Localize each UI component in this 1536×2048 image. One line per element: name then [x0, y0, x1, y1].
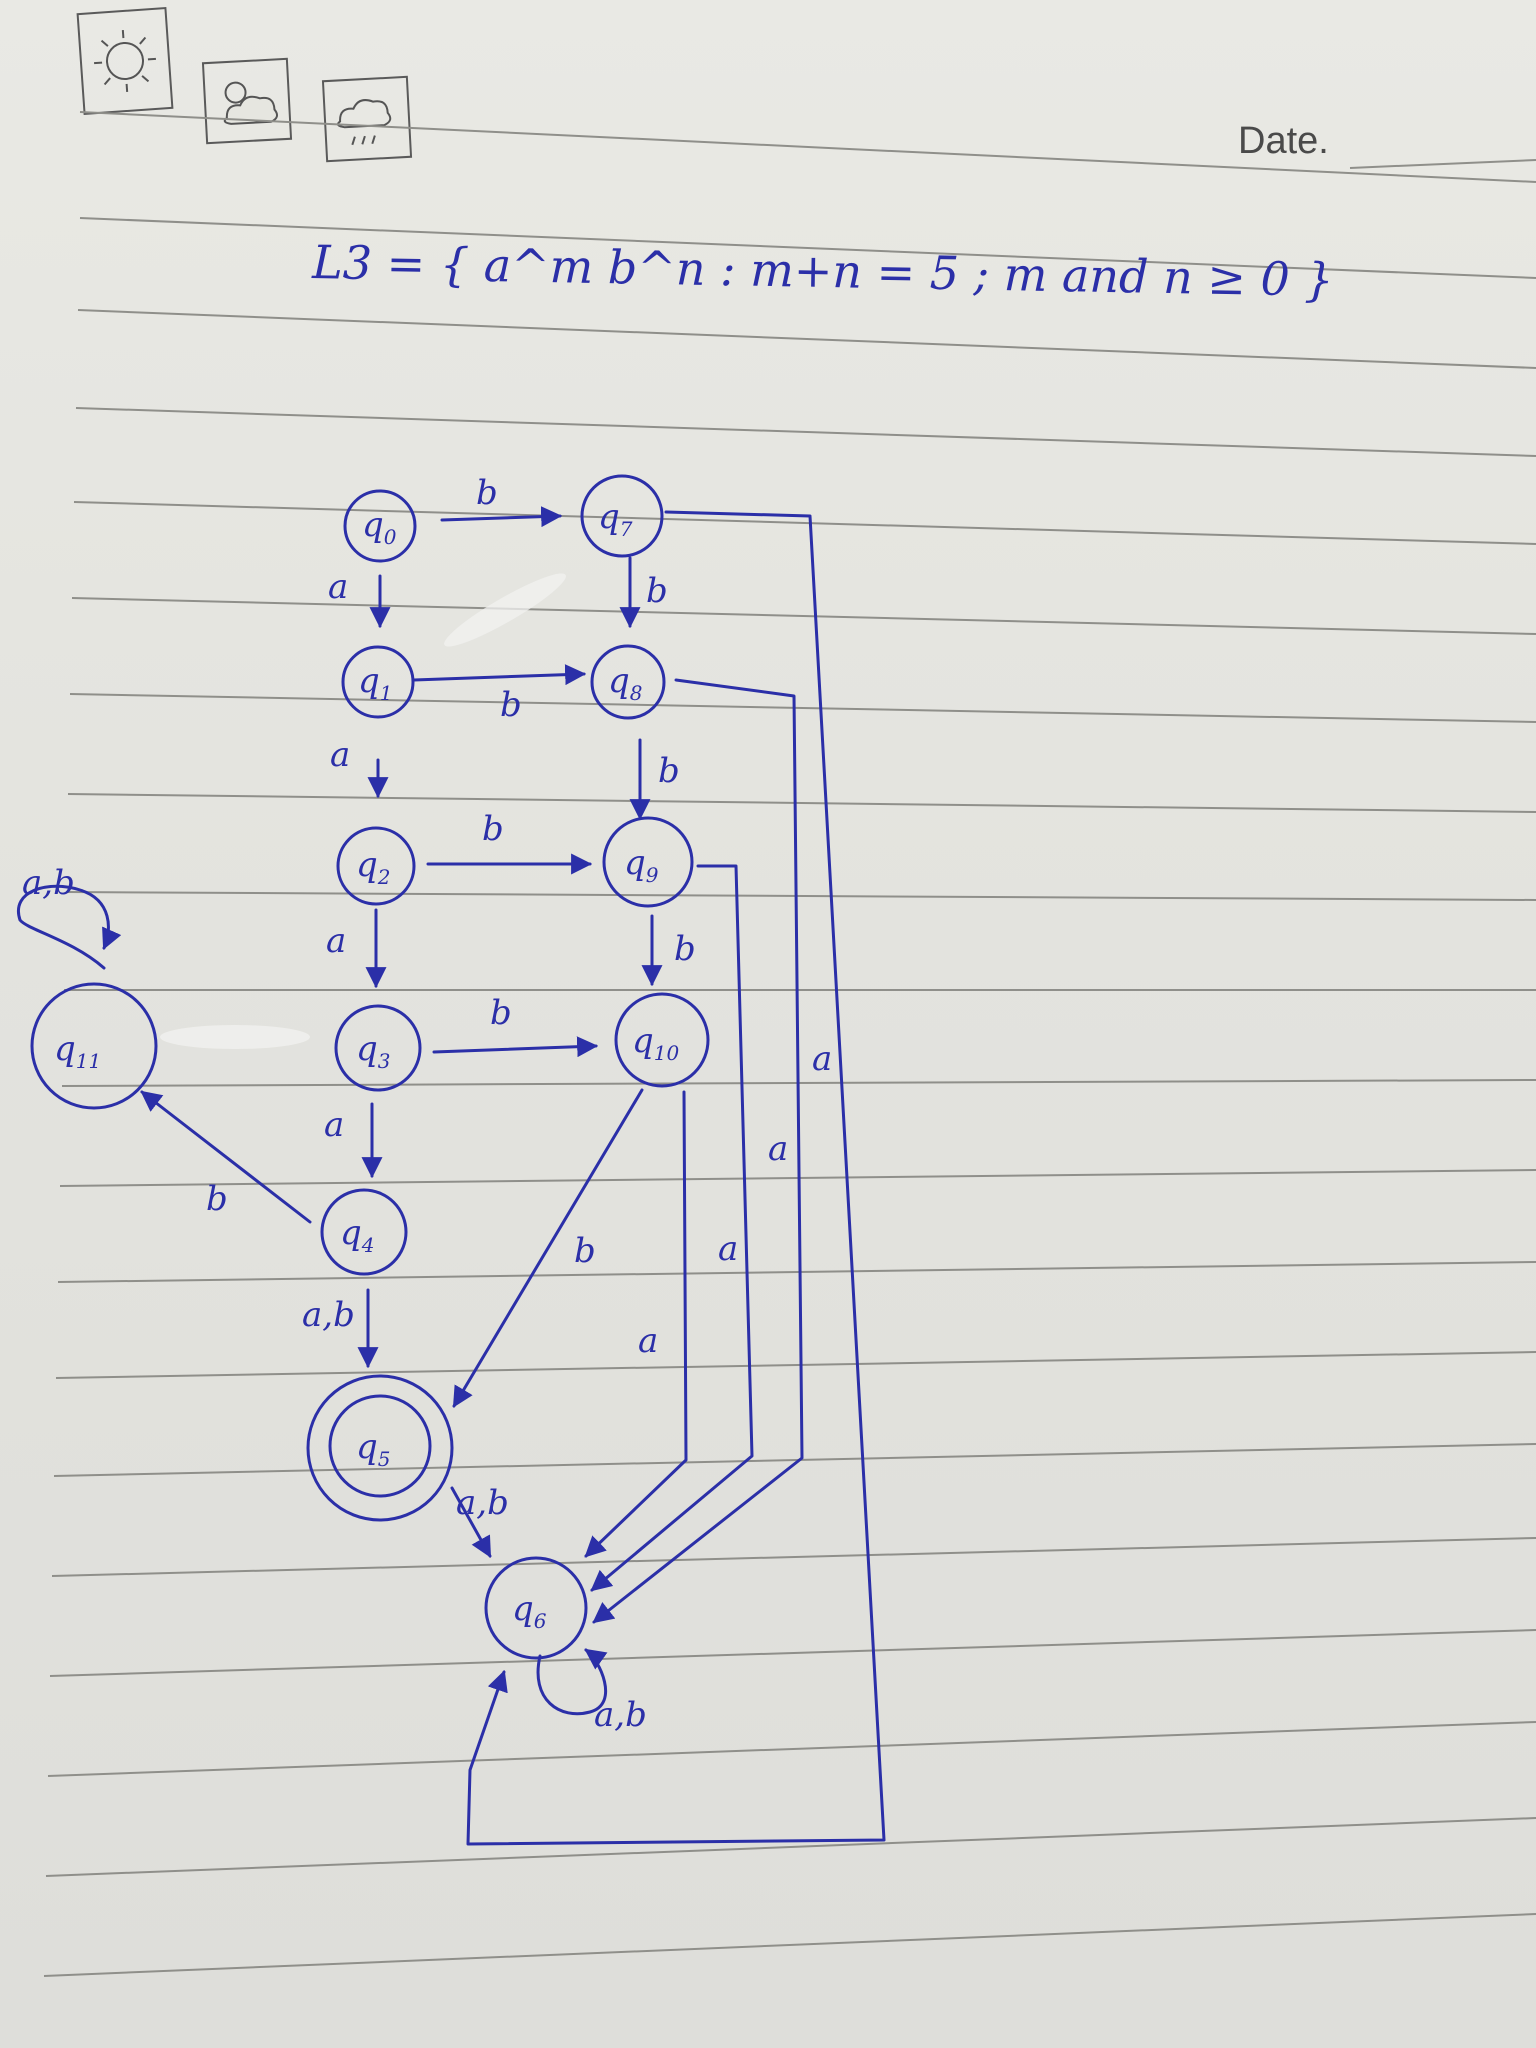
- state-subscript: 10: [654, 1041, 680, 1065]
- state-label: q: [362, 505, 384, 545]
- state-q10: q10: [614, 992, 710, 1088]
- edge-q1-q8: [412, 664, 587, 686]
- state-label: q: [356, 845, 378, 885]
- edge-label: a: [328, 567, 348, 607]
- edge-q4-q11: [140, 1090, 312, 1224]
- state-q8: q8: [590, 644, 666, 720]
- ruled-lines: [43, 111, 1536, 1977]
- weather-box-sun: [76, 6, 174, 116]
- svg-text:q8: q8: [608, 661, 643, 705]
- edge-label: a,b: [22, 863, 75, 903]
- state-subscript: 0: [384, 525, 397, 549]
- state-q1: q1: [341, 645, 415, 719]
- edge-label: b: [658, 751, 680, 791]
- erasure-smudge: [444, 573, 566, 647]
- date-label: Date.: [1238, 120, 1329, 162]
- edge-label: a: [718, 1229, 738, 1269]
- edge-label: a: [812, 1039, 832, 1079]
- edge-label: b: [490, 993, 512, 1033]
- edge-label: a,b: [456, 1483, 509, 1523]
- state-subscript: 9: [646, 863, 659, 887]
- edge-label: a,b: [302, 1295, 355, 1335]
- state-subscript: 7: [620, 517, 633, 541]
- svg-text:q5: q5: [356, 1427, 391, 1471]
- edge-label: a: [326, 921, 346, 961]
- edge-q5-q6: [450, 1486, 492, 1558]
- edge-q10-q6: [584, 1090, 688, 1558]
- edge-label: a: [324, 1105, 344, 1145]
- svg-text:q2: q2: [356, 845, 391, 889]
- svg-text:q9: q9: [624, 843, 659, 887]
- state-q5-final: q5: [306, 1374, 454, 1522]
- state-label: q: [598, 497, 620, 537]
- edge-label: b: [500, 685, 522, 725]
- edge-q7-q6: [466, 510, 886, 1846]
- edge-label: a: [330, 735, 350, 775]
- language-formula: L3 = { a^m b^n : m+n = 5 ; m and n ≥ 0 }: [311, 235, 1334, 307]
- state-q7: q7: [580, 474, 664, 558]
- self-loop-q6: [536, 1648, 608, 1716]
- edge-q10-q5: [452, 1088, 644, 1408]
- edge-q9-q6: [590, 864, 754, 1592]
- svg-text:q6: q6: [512, 1589, 547, 1633]
- state-subscript: 11: [76, 1049, 101, 1073]
- edge-label: b: [574, 1231, 596, 1271]
- state-subscript: 2: [377, 865, 391, 889]
- state-q0: q0: [343, 489, 417, 563]
- edge-label: b: [482, 809, 504, 849]
- state-subscript: 1: [380, 681, 393, 705]
- edge-q3-q10: [432, 1036, 599, 1058]
- state-label: q: [624, 843, 646, 883]
- svg-text:q1: q1: [358, 661, 393, 705]
- svg-text:q11: q11: [54, 1029, 101, 1073]
- state-q4: q4: [320, 1188, 408, 1276]
- edge-label: a: [768, 1129, 788, 1169]
- edge-label: b: [206, 1179, 228, 1219]
- self-loop-q11: [16, 884, 122, 970]
- state-label: q: [356, 1029, 378, 1069]
- state-q2: q2: [336, 826, 416, 906]
- edge-labels: b a b a b a b a a,b b b b b b a a a a a,…: [22, 473, 832, 1735]
- edge-q0-q7: [440, 506, 563, 528]
- rain-cloud-icon: [337, 99, 392, 146]
- state-subscript: 5: [378, 1447, 391, 1471]
- state-q6: q6: [484, 1556, 588, 1660]
- state-subscript: 6: [534, 1609, 547, 1633]
- weather-box-partly-cloudy: [201, 57, 293, 145]
- partly-cloudy-icon: [223, 81, 279, 125]
- state-label: q: [608, 661, 630, 701]
- sun-icon: [94, 30, 156, 92]
- svg-text:q3: q3: [356, 1029, 391, 1073]
- state-q11: q11: [30, 982, 158, 1110]
- state-subscript: 3: [378, 1049, 391, 1073]
- state-label: q: [512, 1589, 534, 1629]
- erasure-smudge: [160, 1025, 310, 1049]
- state-label: q: [340, 1213, 362, 1253]
- svg-text:q0: q0: [362, 505, 397, 549]
- edge-label: b: [674, 929, 696, 969]
- edge-label: b: [646, 571, 668, 611]
- edge-label: a,b: [594, 1695, 647, 1735]
- state-label: q: [358, 661, 380, 701]
- state-label: q: [356, 1427, 378, 1467]
- edge-label: b: [476, 473, 498, 513]
- weather-box-rain: [321, 75, 413, 163]
- svg-text:q7: q7: [598, 497, 633, 541]
- states: q0 q1 q2 q3 q4: [30, 474, 710, 1660]
- svg-text:q4: q4: [340, 1213, 375, 1257]
- svg-text:q10: q10: [632, 1021, 679, 1065]
- edge-label: a: [638, 1321, 658, 1361]
- transition-edges: [16, 506, 886, 1846]
- state-label: q: [54, 1029, 76, 1069]
- state-q3: q3: [334, 1004, 422, 1092]
- state-q9: q9: [602, 816, 694, 908]
- state-subscript: 4: [361, 1233, 375, 1257]
- state-label: q: [632, 1021, 654, 1061]
- edge-q8-q6: [592, 678, 804, 1624]
- state-subscript: 8: [630, 681, 643, 705]
